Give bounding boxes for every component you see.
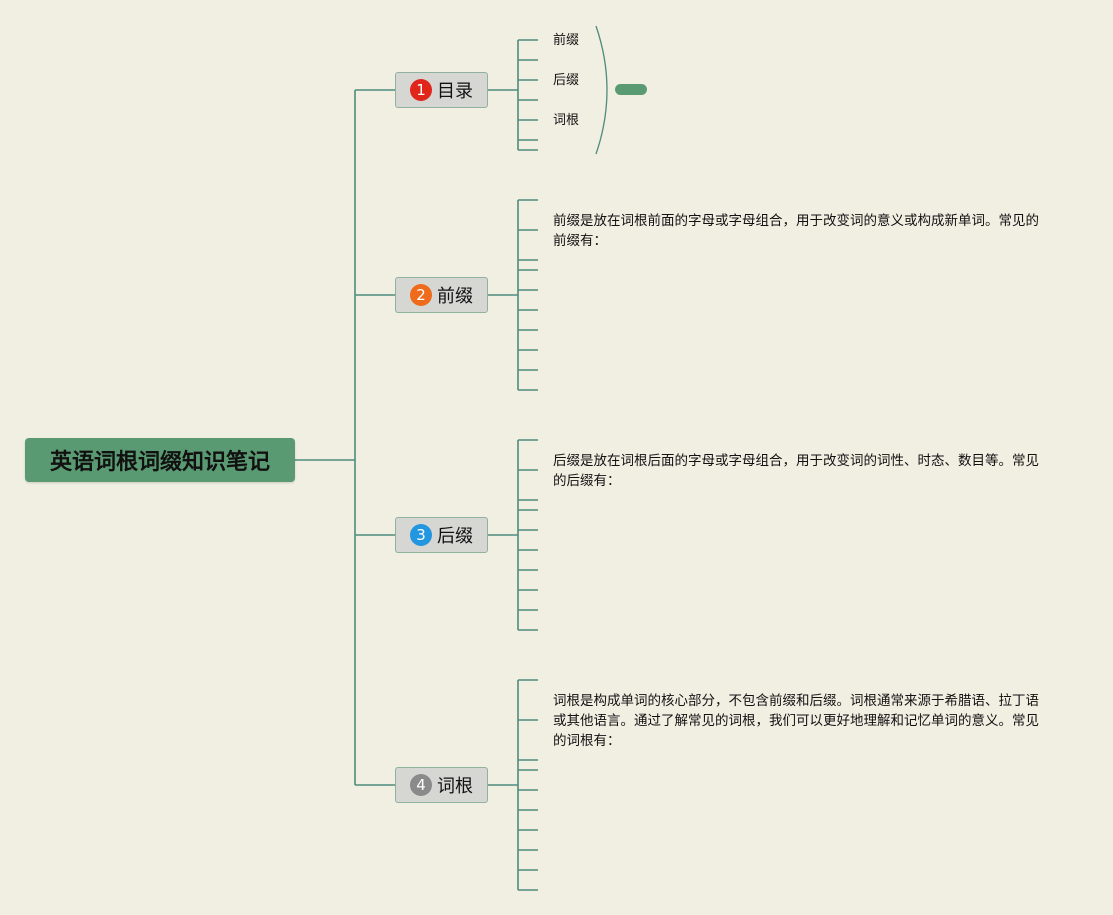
number-badge-3: 3 bbox=[410, 524, 432, 546]
branch-prefix[interactable]: 2 前缀 bbox=[395, 277, 488, 313]
branch-label: 词根 bbox=[437, 776, 473, 797]
root-title: 英语词根词缀知识笔记 bbox=[49, 450, 270, 475]
summary-bracket bbox=[595, 25, 608, 155]
number-badge-4: 4 bbox=[410, 774, 432, 796]
toc-item-prefix[interactable]: 前缀 bbox=[553, 33, 580, 48]
branch-root[interactable]: 4 词根 bbox=[395, 767, 488, 803]
suffix-description[interactable]: 后缀是放在词根后面的字母或字母组合，用于改变词的词性、时态、数目等。常见的后缀有… bbox=[553, 453, 1039, 489]
prefix-description[interactable]: 前缀是放在词根前面的字母或字母组合，用于改变词的意义或构成新单词。常见的前缀有： bbox=[553, 213, 1039, 249]
number-badge-1: 1 bbox=[410, 79, 432, 101]
branch-toc[interactable]: 1 目录 bbox=[395, 72, 488, 108]
root-node[interactable]: 英语词根词缀知识笔记 bbox=[25, 438, 295, 482]
toc-item-suffix[interactable]: 后缀 bbox=[553, 73, 580, 88]
branch-label: 前缀 bbox=[437, 286, 473, 307]
collapse-handle[interactable] bbox=[615, 84, 647, 95]
branch-suffix[interactable]: 3 后缀 bbox=[395, 517, 488, 553]
branch-label: 目录 bbox=[437, 81, 473, 102]
branch-label: 后缀 bbox=[437, 526, 473, 547]
root-description[interactable]: 词根是构成单词的核心部分，不包含前缀和后缀。词根通常来源于希腊语、拉丁语或其他语… bbox=[553, 693, 1039, 749]
number-badge-2: 2 bbox=[410, 284, 432, 306]
toc-item-root[interactable]: 词根 bbox=[553, 113, 580, 128]
